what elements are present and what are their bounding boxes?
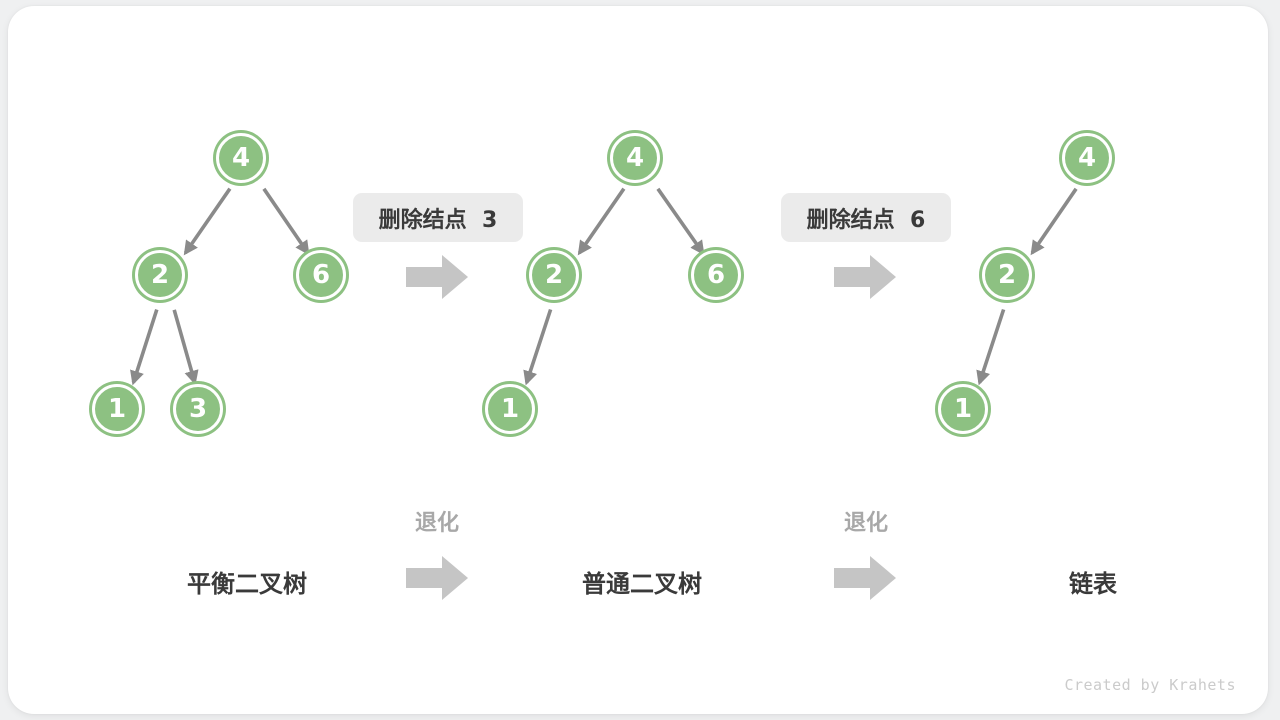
arrow-right-icon — [406, 556, 468, 600]
arrow-right-icon — [834, 255, 896, 299]
tree-node: 6 — [296, 250, 346, 300]
tree-node: 1 — [938, 384, 988, 434]
tree-edge — [976, 308, 1006, 386]
caption-linked-list: 链表 — [1069, 570, 1117, 598]
degrade-label: 退化 — [843, 511, 889, 536]
tree-node: 4 — [610, 133, 660, 183]
tree-node: 1 — [92, 384, 142, 434]
delete-node-3-label: 删除结点 3 — [353, 193, 523, 242]
tree-node: 1 — [485, 384, 535, 434]
tree-edge — [656, 187, 705, 256]
tree-node: 2 — [982, 250, 1032, 300]
tree-node: 4 — [1062, 133, 1112, 183]
tree-edge — [577, 187, 626, 256]
delete-node-6-label: 删除结点 6 — [781, 193, 951, 242]
tree-edge — [130, 309, 159, 386]
arrow-right-icon — [834, 556, 896, 600]
tree-edge — [172, 309, 199, 386]
arrow-right-icon — [406, 255, 468, 299]
degrade-label: 退化 — [414, 511, 460, 536]
tree-edge — [262, 187, 310, 256]
caption-balanced-binary-tree: 平衡二叉树 — [187, 570, 307, 598]
figure-card — [8, 6, 1268, 714]
tree-node: 2 — [529, 250, 579, 300]
tree-edge — [1030, 187, 1078, 256]
tree-node: 6 — [691, 250, 741, 300]
tree-node: 4 — [216, 133, 266, 183]
tree-edge — [523, 308, 553, 386]
caption-ordinary-binary-tree: 普通二叉树 — [582, 570, 702, 598]
tree-edge — [183, 187, 232, 256]
tree-node: 3 — [173, 384, 223, 434]
tree-node: 2 — [135, 250, 185, 300]
watermark: Created by Krahets — [1064, 676, 1236, 694]
